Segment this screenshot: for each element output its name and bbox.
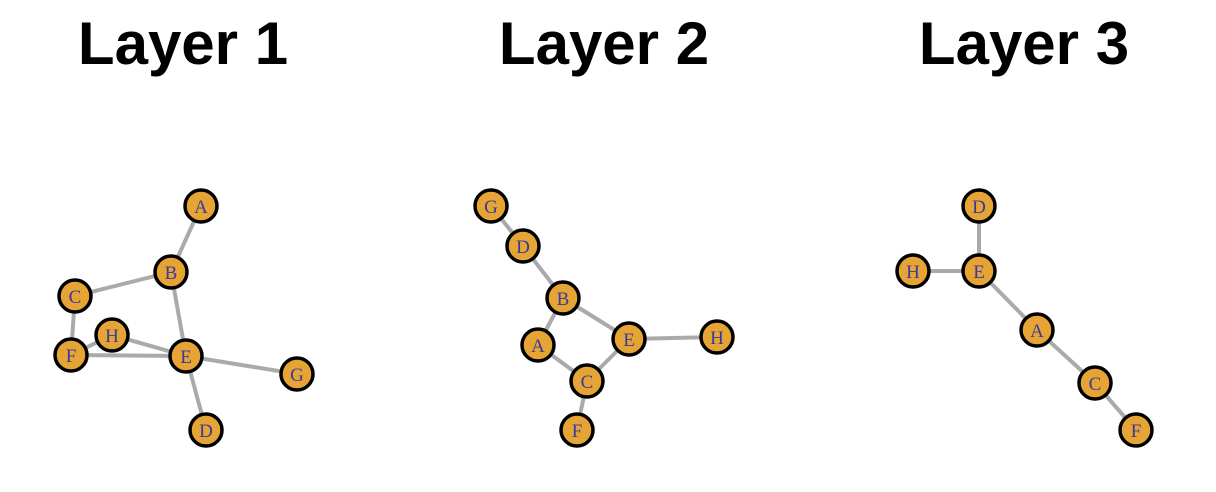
node-label: C <box>1089 374 1102 395</box>
network-layer-3: D H E A C F <box>895 188 1154 448</box>
node-b: B <box>153 254 189 290</box>
node-label: D <box>199 421 213 442</box>
node-d: D <box>961 188 997 224</box>
node-f: F <box>1118 412 1154 448</box>
node-d: D <box>505 228 541 264</box>
node-h: H <box>699 319 735 355</box>
node-circle <box>53 337 89 373</box>
node-label: E <box>973 262 985 283</box>
node-c: C <box>569 363 605 399</box>
node-a: A <box>520 327 556 363</box>
node-h: H <box>94 317 130 353</box>
node-label: F <box>572 421 583 442</box>
node-label: A <box>1030 321 1044 342</box>
node-a: A <box>183 188 219 224</box>
network-layer-1: A B C H F E G D <box>53 188 315 448</box>
node-circle <box>153 254 189 290</box>
node-label: A <box>194 197 208 218</box>
node-circle <box>520 327 556 363</box>
node-circle <box>559 412 595 448</box>
node-b: B <box>545 280 581 316</box>
node-circle <box>505 228 541 264</box>
node-circle <box>961 188 997 224</box>
node-label: E <box>623 330 635 351</box>
node-label: G <box>484 197 498 218</box>
node-f: F <box>559 412 595 448</box>
node-circle <box>473 188 509 224</box>
node-d: D <box>188 412 224 448</box>
node-f: F <box>53 337 89 373</box>
node-circle <box>611 321 647 357</box>
node-circle <box>699 319 735 355</box>
node-label: C <box>581 372 594 393</box>
node-label: C <box>69 287 82 308</box>
node-label: B <box>557 289 570 310</box>
node-label: H <box>906 262 920 283</box>
node-label: A <box>531 336 545 357</box>
network-layer-2: GD B A E H C F <box>473 188 735 448</box>
node-label: F <box>1131 421 1142 442</box>
panel-title-layer-3: Layer 3 <box>919 10 1129 77</box>
node-label: E <box>180 347 192 368</box>
node-label: F <box>66 346 77 367</box>
node-e: E <box>961 253 997 289</box>
node-c: C <box>1077 365 1113 401</box>
node-label: B <box>165 263 178 284</box>
node-h: H <box>895 253 931 289</box>
node-label: H <box>710 328 724 349</box>
node-label: D <box>516 237 530 258</box>
node-c: C <box>57 278 93 314</box>
node-e: E <box>168 338 204 374</box>
edge-F-E <box>69 353 188 358</box>
node-e: E <box>611 321 647 357</box>
node-circle <box>569 363 605 399</box>
node-circle <box>279 356 315 392</box>
node-circle <box>57 278 93 314</box>
node-circle <box>961 253 997 289</box>
node-circle <box>1019 312 1055 348</box>
node-g: G <box>279 356 315 392</box>
panel-title-layer-1: Layer 1 <box>78 10 288 77</box>
node-circle <box>1118 412 1154 448</box>
panel-title-layer-2: Layer 2 <box>499 10 709 77</box>
node-circle <box>94 317 130 353</box>
node-label: D <box>972 197 986 218</box>
node-label: G <box>290 365 304 386</box>
node-circle <box>1077 365 1113 401</box>
node-circle <box>188 412 224 448</box>
node-label: H <box>105 326 119 347</box>
node-a: A <box>1019 312 1055 348</box>
node-circle <box>183 188 219 224</box>
node-circle <box>168 338 204 374</box>
node-g: G <box>473 188 509 224</box>
node-circle <box>545 280 581 316</box>
node-circle <box>895 253 931 289</box>
edge-E-G <box>184 354 299 376</box>
